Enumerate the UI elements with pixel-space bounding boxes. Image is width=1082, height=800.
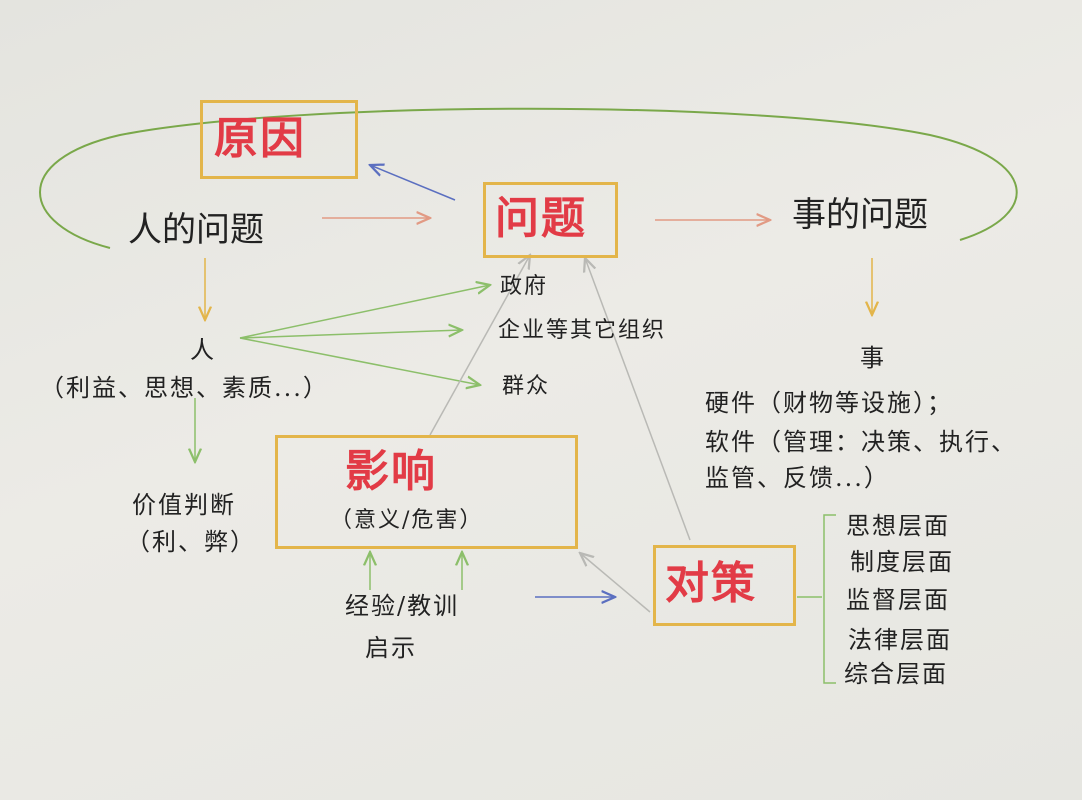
thing-software: 软件（管理：决策、执行、: [705, 428, 1017, 456]
level-ideology: 思想层面: [846, 512, 950, 540]
subject-enterprise: 企业等其它组织: [498, 318, 667, 343]
value-judgment-label: 价值判断: [132, 491, 236, 519]
arrow-countermeasure-impact: [580, 553, 651, 613]
level-law: 法律层面: [848, 626, 952, 654]
line-impact-problem: [429, 255, 530, 436]
thing-label: 事: [860, 344, 886, 372]
level-supervision: 监督层面: [846, 586, 950, 614]
impact-detail: （意义/危害）: [330, 508, 484, 533]
lessons-label: 经验/教训: [345, 592, 460, 620]
countermeasure-label: 对策: [665, 558, 757, 609]
arrow-person-government: [239, 285, 490, 339]
problem-box: [483, 182, 618, 258]
countermeasure-box: [653, 545, 796, 626]
impact-box: [275, 435, 578, 549]
impact-label: 影响: [345, 446, 437, 497]
thing-problem-label: 事的问题: [792, 195, 928, 235]
arrow-person-enterprise: [239, 330, 462, 339]
levels-bracket: [823, 514, 836, 684]
level-institution: 制度层面: [850, 548, 954, 576]
subject-masses: 群众: [502, 374, 551, 399]
level-comprehensive: 综合层面: [844, 660, 948, 688]
subject-government: 政府: [500, 274, 549, 299]
person-label: 人: [190, 336, 216, 364]
cycle-ellipse: [39, 107, 1018, 249]
cause-label: 原因: [214, 113, 306, 164]
problem-label: 问题: [495, 193, 587, 244]
arrow-person-masses: [239, 337, 480, 385]
value-judgment-detail: （利、弊）: [126, 528, 256, 556]
person-detail: （利益、思想、素质...）: [40, 374, 329, 402]
arrow-problem-to-cause: [370, 165, 456, 201]
thing-supervision: 监管、反馈...）: [705, 464, 890, 492]
cause-box: [200, 100, 358, 179]
thing-hardware: 硬件（财物等设施）；: [705, 389, 953, 417]
lessons-detail: 启示: [365, 634, 417, 662]
people-problem-label: 人的问题: [128, 210, 264, 250]
line-countermeasure-problem: [585, 258, 691, 541]
